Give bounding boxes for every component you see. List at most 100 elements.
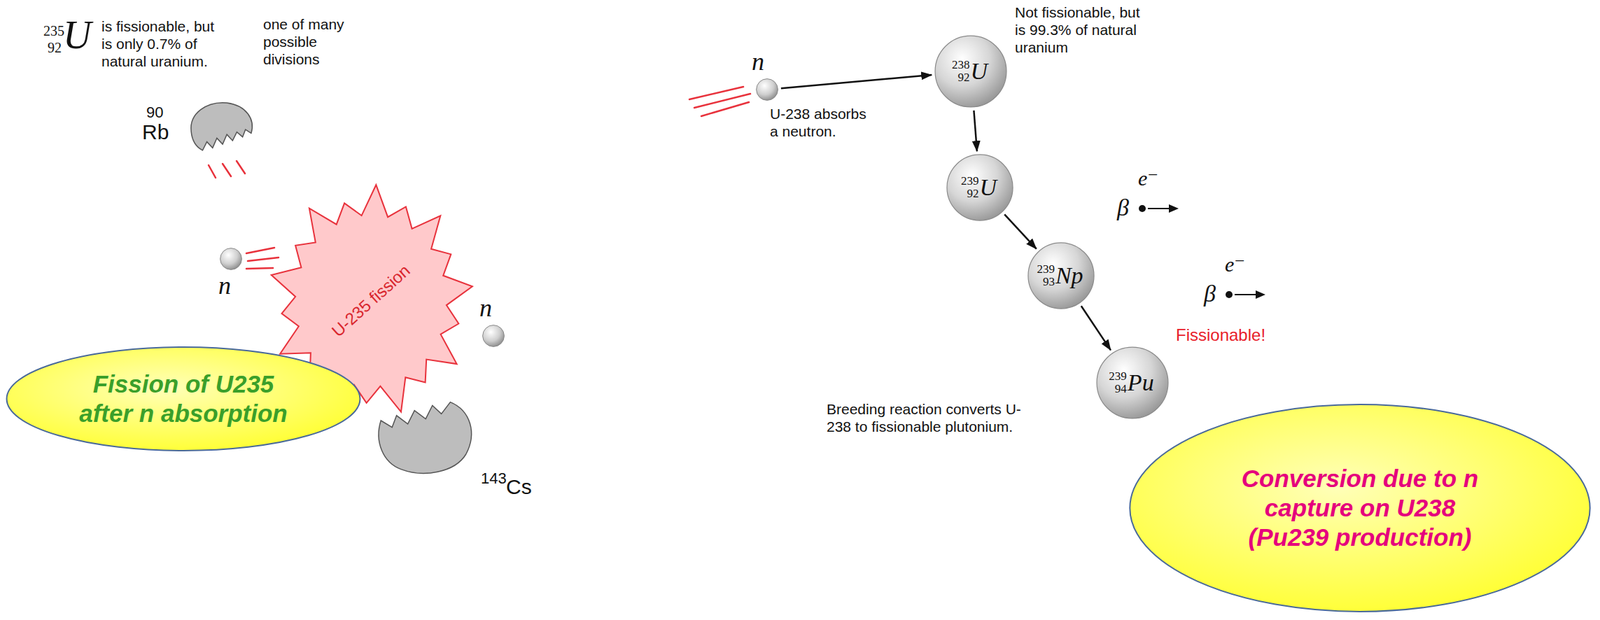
callout-ellipse: Fission of U235 after n absorption [4,346,362,452]
sphere-shape [1028,242,1094,309]
label-anchor: n [751,48,765,75]
crack-line [208,165,216,178]
mass-number: 239 [960,174,980,188]
isotope-sphere: 23993Np [1027,242,1095,310]
sphere-shape [1096,347,1169,419]
neutron-outline [755,78,779,101]
isotope-sphere: 23892U [934,34,1008,108]
electron-symbol: e⁻ [1224,254,1246,276]
mass-number: 235 [43,23,65,38]
speed-line [246,268,273,269]
callout-ellipse: Conversion due to n capture on U238 (Pu2… [1127,403,1593,614]
mass-number: 90 [146,104,164,121]
mass-number: 238 [951,58,971,72]
atomic-number: 92 [951,71,971,84]
element-symbol: U [970,59,990,84]
mass-number: 239 [1036,263,1055,276]
speed-line [247,257,279,262]
speed-line [694,93,751,108]
atomic-number: 92 [47,40,62,55]
isotope-notation: 23992U [960,174,999,201]
speed-lines [208,86,751,269]
neutron: n [219,247,243,271]
label-anchor: 143 [480,471,507,487]
element-symbol: Pu [1127,370,1157,395]
label-anchor: Not fissionable, but is 99.3% of natural… [1014,3,1145,57]
label-anchor: n [479,295,493,321]
fragment-symbol: Rb [142,121,169,143]
isotope-notation: 23892U [951,58,990,84]
label-anchor: is fissionable, but is only 0.7% of natu… [101,17,222,71]
label-anchor: e⁻ [1138,167,1159,189]
electron-dot [1225,291,1233,299]
label-anchor: n [218,272,231,299]
speed-line [701,102,749,117]
atomic-number: 92 [960,187,980,201]
beta-emission [1138,204,1266,299]
fragment-outline [367,395,480,480]
neutron-shape [756,79,779,101]
emission-arrow [1234,293,1258,296]
ellipse-shape [6,347,361,451]
note-text: Not fissionable, but is 99.3% of natural… [1014,3,1145,57]
neutron-label: n [751,48,765,75]
element-symbol: U [979,175,999,200]
emission-arrowhead [1255,290,1266,299]
neutron-shape [482,325,505,348]
sphere-shape [935,35,1007,108]
label-anchor: 92 [47,40,62,55]
note-text: is fissionable, but is only 0.7% of natu… [101,17,222,71]
speed-line [246,247,275,254]
sphere-shape [946,154,1013,221]
crack-line [236,160,245,174]
isotope-sphere: 23992U [946,153,1014,222]
atomic-number: 94 [1108,382,1127,396]
highlight-note: Fissionable! [1175,326,1266,345]
element-symbol: U [62,15,91,55]
note-text: U-238 absorbs a neutron. [769,104,873,140]
label-anchor: β [1203,282,1216,306]
label-anchor: β [1117,195,1129,220]
beta-symbol: β [1203,282,1216,306]
fragment-shell [378,402,472,474]
label-anchor: U [62,15,91,55]
ellipse-shape [1129,404,1590,612]
connector-arrow [1081,305,1111,350]
isotope-sphere: 23994Pu [1096,346,1169,420]
emission-arrowhead [1168,204,1179,213]
note-text: Breeding reaction converts U-238 to fiss… [826,400,1036,436]
neutron: n [755,78,779,101]
ellipse-outline [4,346,362,452]
label-anchor: U-238 absorbs a neutron. [769,104,873,140]
electron-symbol: e⁻ [1138,167,1159,189]
neutron-outline [482,324,505,348]
label-anchor: Fissionable! [1175,326,1266,345]
fragment-outline [185,97,257,159]
crack-line [222,163,231,177]
fragment-shell [191,102,252,151]
isotope-notation: 23993Np [1036,263,1085,289]
note-text: one of many possible divisions [263,15,355,69]
isotope-notation: 23994Pu [1108,370,1156,396]
label-anchor: 235 [43,23,65,38]
label-anchor: 90 [146,104,164,121]
neutron-shape [220,248,243,271]
label-anchor: Cs [506,476,532,498]
beta-symbol: β [1117,195,1129,220]
fission-fragment: 143Cs [367,395,480,480]
fragment-symbol: Cs [506,476,532,498]
callout-text: Conversion due to n capture on U238 (Pu2… [1226,464,1493,553]
fission-fragment: 90Rb [185,97,257,159]
mass-number: 143 [480,471,507,487]
atomic-number: 93 [1036,275,1055,289]
connector-arrow [973,110,978,152]
mass-number: 239 [1108,370,1127,383]
label-anchor: e⁻ [1224,254,1246,276]
callout-text: Fission of U235 after n absorption [71,369,296,429]
label-anchor: Breeding reaction converts U-238 to fiss… [826,400,1036,436]
electron-dot [1138,205,1146,213]
neutron-outline [219,247,243,271]
neutron-label: n [218,272,231,299]
connector-arrow [1004,214,1037,249]
